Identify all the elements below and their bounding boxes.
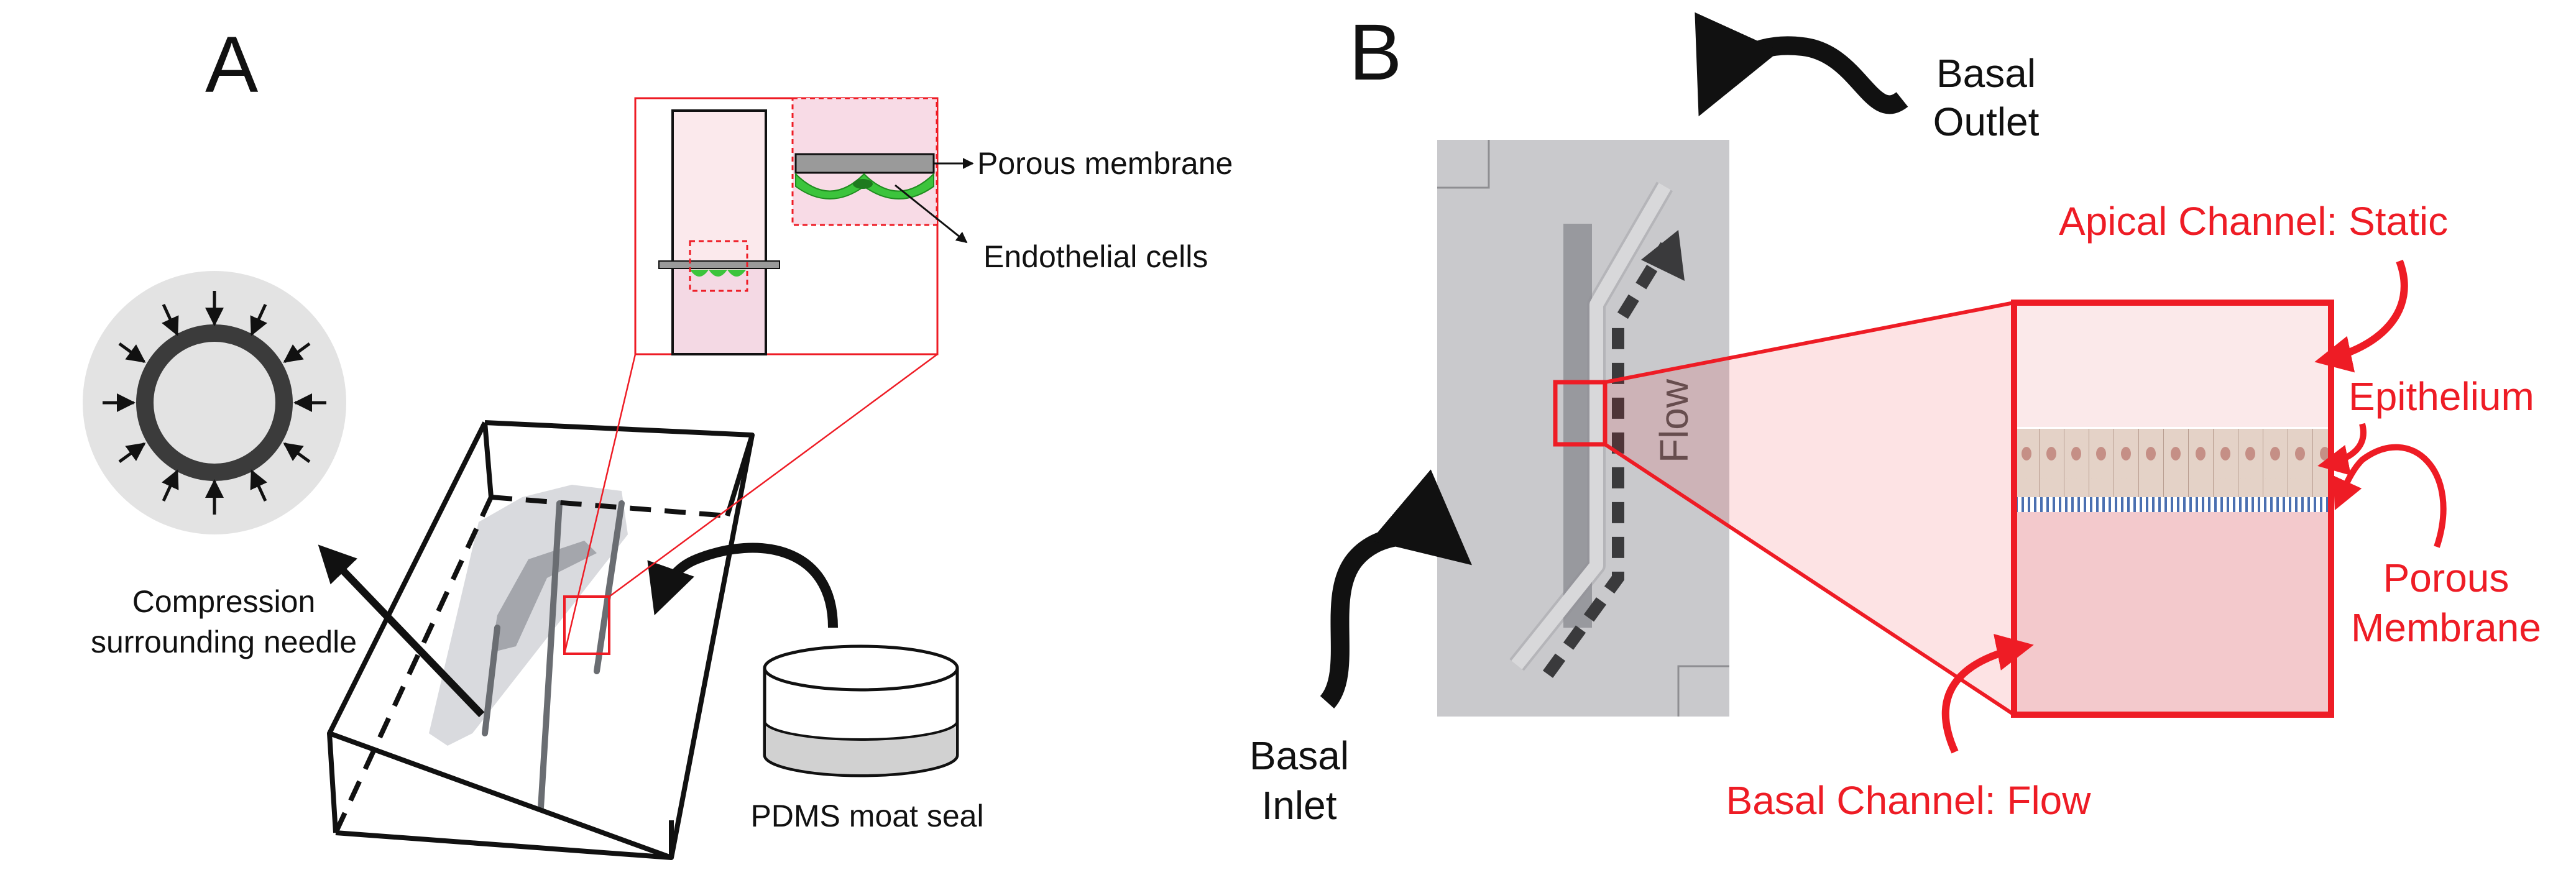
compression-label-line1: Compression — [132, 584, 316, 619]
device-zoom-box — [1553, 380, 1608, 447]
chip-device — [327, 420, 755, 860]
basal-outlet-label-line2: Outlet — [1933, 99, 2040, 144]
zoom-panel-frame — [2011, 300, 2334, 718]
inset-cells — [690, 270, 746, 277]
pdms-dish — [763, 644, 959, 777]
basal-channel-label: Basal Channel: Flow — [1726, 778, 2092, 823]
basal-outlet-arrow — [1695, 12, 1908, 117]
basal-inlet-label-line2: Inlet — [1262, 783, 1337, 828]
basal-channel-outline — [1509, 181, 1673, 671]
zoom-line-bottom — [1604, 442, 2015, 717]
porous-membrane-arrow — [2333, 444, 2447, 548]
porous-membrane-label: Porous membrane — [977, 146, 1233, 181]
detail-nucleus — [853, 179, 873, 189]
needle-ring — [136, 324, 293, 481]
chip-zoom-box — [563, 595, 610, 655]
compression-pointer-arrow — [318, 544, 485, 718]
panel-a: A Compression surrounding needle — [83, 21, 1233, 860]
inset-mini-box — [689, 240, 748, 292]
inset-tube-lower — [674, 268, 765, 353]
zoom-line-right — [609, 353, 938, 598]
zoom-trapezoid — [1605, 303, 2014, 715]
membrane-layer — [2014, 497, 2331, 512]
chip-channel-dark — [491, 541, 597, 653]
epithelium-arrow — [2317, 423, 2367, 476]
zoom-line-top — [1604, 301, 2015, 384]
device-corner-bottom — [1677, 665, 1729, 717]
flow-arrow — [1542, 242, 1672, 678]
panel-b: B Flow Basal Outlet Basal Inlet — [1249, 8, 2541, 828]
device-corner-top — [1437, 140, 1490, 189]
compression-arrows — [103, 291, 326, 515]
apical-arrow — [2314, 259, 2408, 373]
basal-outlet-label-line1: Basal — [1936, 51, 2036, 96]
endothelial-cells-label: Endothelial cells — [983, 239, 1208, 274]
apical-channel-label: Apical Channel: Static — [2059, 199, 2448, 244]
basal-region — [2014, 512, 2331, 715]
zoom-inset — [634, 97, 939, 355]
apical-region — [2014, 303, 2331, 427]
zoom-line-left — [563, 354, 637, 654]
panel-a-letter: A — [205, 21, 259, 109]
basal-channel — [1511, 183, 1671, 669]
porous-label-line1: Porous — [2383, 556, 2509, 600]
flow-label: Flow — [1652, 378, 1696, 463]
pdms-curve-arrow — [647, 543, 838, 628]
pdms-seal-label: PDMS moat seal — [750, 799, 983, 833]
epithelium-layer — [2014, 429, 2331, 497]
compression-label-line2: surrounding needle — [91, 625, 357, 659]
endothelial-pointer — [895, 184, 968, 244]
epithelium-label: Epithelium — [2348, 374, 2534, 419]
inset-membrane — [658, 260, 780, 269]
compression-disc — [83, 271, 346, 534]
chip-box-outline — [327, 420, 755, 860]
porous-label-line2: Membrane — [2351, 605, 2541, 650]
basal-inlet-arrow — [1320, 469, 1472, 709]
panel-b-letter: B — [1349, 8, 1402, 97]
detail-membrane — [794, 153, 935, 174]
chip-needles — [482, 500, 625, 811]
basal-channel-arrow — [1941, 634, 2034, 754]
compression-diagram — [83, 271, 346, 534]
basal-inlet-label-line1: Basal — [1249, 733, 1349, 778]
flow-arrowhead — [1641, 230, 1685, 281]
